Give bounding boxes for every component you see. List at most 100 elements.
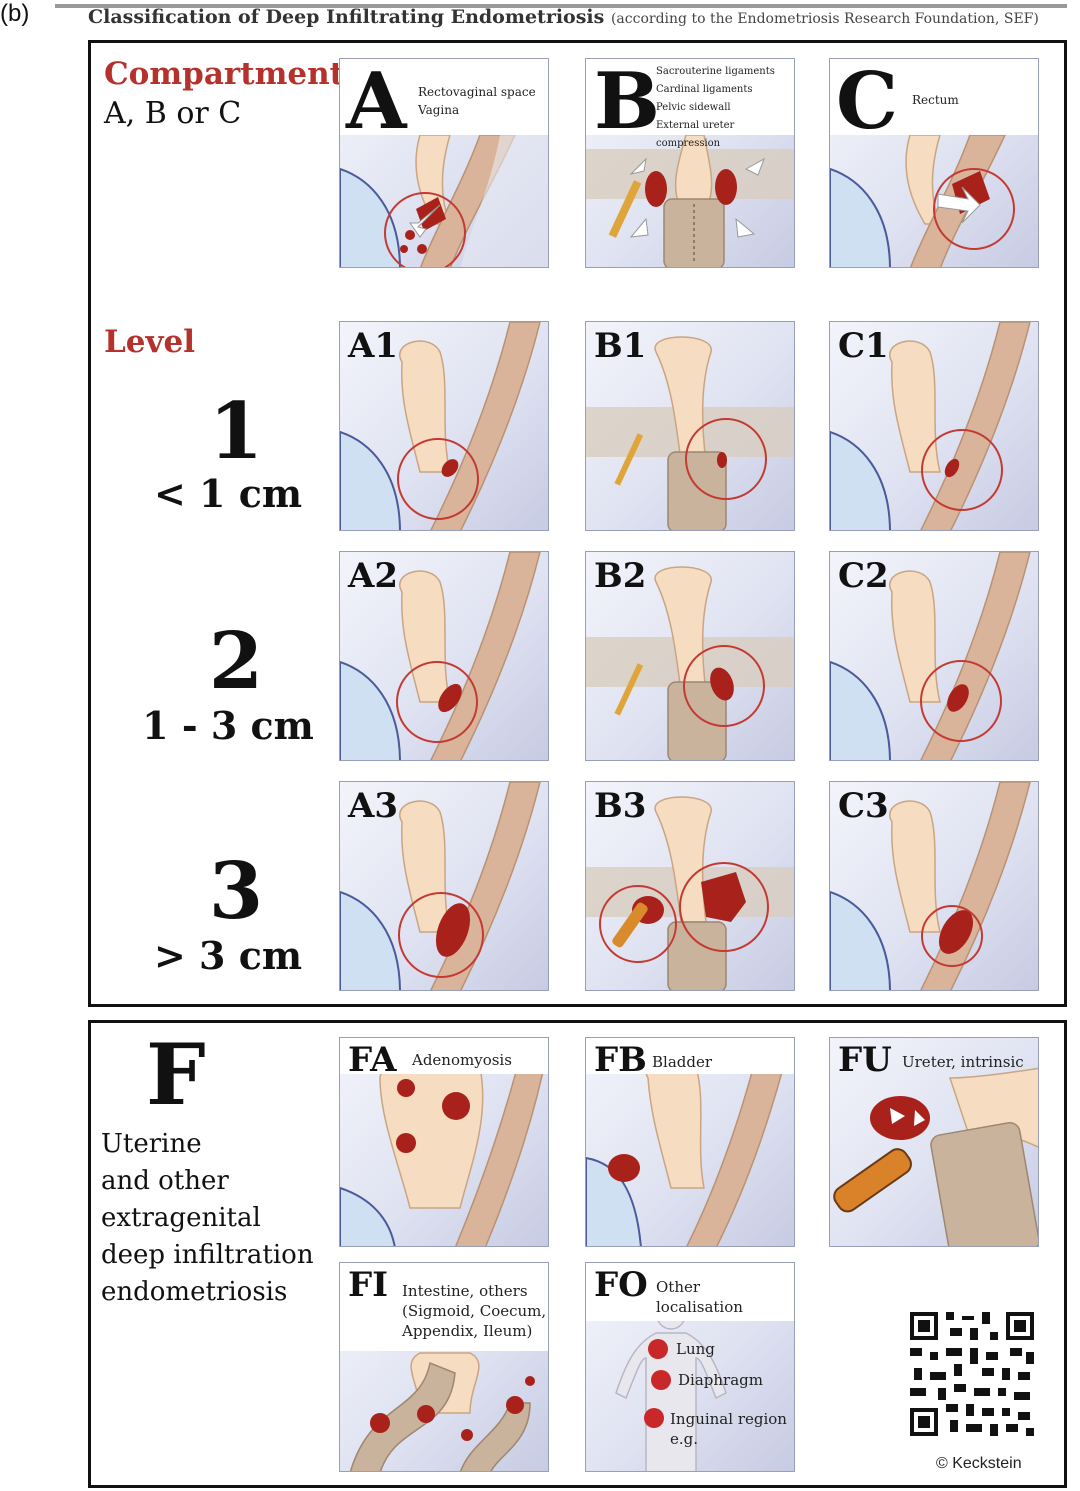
fo-label: Other localisation (656, 1277, 743, 1317)
fa-header (340, 1038, 548, 1074)
compartment-a-header (340, 59, 548, 135)
compartment-b-note-4: External ureter compression (656, 120, 735, 149)
level-tile-c1: C1 (829, 321, 1039, 531)
level-tile-a1: A1 (339, 321, 549, 531)
compartment-tile-c: C Rectum (829, 58, 1039, 268)
fu-illustration (833, 1067, 1038, 1246)
f-tile-fb: FB Bladder (585, 1037, 795, 1247)
level-c1-code: C1 (838, 326, 889, 366)
f-description-line-3: extragenital (101, 1203, 261, 1233)
level-3-size: > 3 cm (153, 933, 303, 978)
compartment-c-note-1: Rectum (912, 93, 959, 107)
fo-site-diaphragm: Diaphragm (678, 1371, 763, 1389)
compartment-subheading: A, B or C (104, 96, 242, 131)
fb-label: Bladder (652, 1053, 713, 1071)
level-c1-illustration (830, 322, 1031, 530)
compartment-b-note-2: Cardinal ligaments (656, 84, 753, 95)
f-tile-fa: FA Adenomyosis (339, 1037, 549, 1247)
level-a3-illustration (340, 782, 541, 990)
f-description: Uterine and other extragenital deep infi… (101, 1126, 314, 1311)
level-tile-b3: B3 (585, 781, 795, 991)
fb-code: FB (594, 1040, 647, 1080)
fu-code: FU (838, 1040, 892, 1080)
level-c2-illustration (830, 552, 1031, 760)
compartment-tile-a: A Rectovaginal space Vagina (339, 58, 549, 268)
level-tile-a3: A3 (339, 781, 549, 991)
compartment-tile-b: B Sacrouterine ligaments Cardinal ligame… (585, 58, 795, 268)
level-tile-a2: A2 (339, 551, 549, 761)
compartment-b-notes: Sacrouterine ligaments Cardinal ligament… (656, 63, 794, 153)
fo-site-eg: e.g. (670, 1430, 699, 1448)
level-3-number: 3 (208, 846, 264, 937)
fi-label-line-1: Intestine, others (402, 1282, 528, 1300)
fo-label-line-2: localisation (656, 1298, 743, 1316)
compartment-b-illustration (586, 134, 794, 267)
fi-illustration (349, 1352, 535, 1471)
level-2-size: 1 - 3 cm (142, 703, 314, 748)
level-heading: Level (104, 324, 196, 360)
f-description-line-1: Uterine (101, 1129, 202, 1159)
compartment-b-header (586, 59, 794, 135)
fo-site-inguinal: Inguinal region (670, 1410, 787, 1428)
qr-code-icon (906, 1308, 1038, 1440)
level-c3-illustration (830, 782, 1031, 990)
title-sub: (according to the Endometriosis Research… (610, 11, 1039, 27)
level-b1-illustration (586, 336, 794, 530)
level-a2-illustration (340, 552, 541, 760)
compartment-a-illustration (340, 134, 548, 267)
f-description-line-4: deep infiltration (101, 1240, 314, 1270)
fi-code: FI (348, 1265, 389, 1305)
fo-header (586, 1263, 794, 1321)
fi-label-line-3: Appendix, Ileum) (402, 1322, 533, 1340)
page-title: Classification of Deep Infiltrating Endo… (88, 6, 1039, 28)
fi-header (340, 1263, 548, 1351)
f-tile-fi: FI Intestine, others (Sigmoid, Coecum, A… (339, 1262, 549, 1472)
level-1-size: < 1 cm (153, 471, 303, 516)
fi-label-line-2: (Sigmoid, Coecum, (402, 1302, 547, 1320)
title-rule (55, 4, 1067, 8)
fu-label: Ureter, intrinsic (902, 1053, 1024, 1071)
fa-illustration (340, 1038, 548, 1246)
fa-code: FA (348, 1040, 397, 1080)
f-description-line-2: and other (101, 1166, 229, 1196)
level-c2-code: C2 (838, 556, 889, 596)
level-tile-b2: B2 (585, 551, 795, 761)
f-section-frame (88, 1020, 1067, 1488)
compartment-c-header (830, 59, 1038, 135)
compartment-b-note-3: Pelvic sidewall (656, 102, 731, 113)
f-letter: F (146, 1025, 206, 1124)
level-a2-code: A2 (348, 556, 399, 596)
title-main: Classification of Deep Infiltrating Endo… (88, 6, 605, 28)
fb-illustration (586, 1038, 792, 1246)
compartment-a-letter: A (346, 58, 407, 147)
level-1-number: 1 (208, 386, 264, 477)
fo-site-lung: Lung (676, 1340, 715, 1358)
compartment-level-frame (88, 40, 1067, 1007)
level-a3-code: A3 (348, 786, 399, 826)
level-b2-illustration (586, 566, 794, 760)
level-b2-code: B2 (594, 556, 647, 596)
level-a1-code: A1 (348, 326, 399, 366)
compartment-a-note-1: Rectovaginal space (418, 85, 536, 99)
fb-header (586, 1038, 794, 1074)
level-b3-illustration (586, 796, 794, 990)
compartment-c-letter: C (836, 58, 899, 147)
level-tile-c3: C3 (829, 781, 1039, 991)
copyright-text: © Keckstein (936, 1455, 1022, 1472)
fo-code: FO (594, 1265, 648, 1305)
level-a1-illustration (340, 322, 541, 530)
fi-label: Intestine, others (Sigmoid, Coecum, Appe… (402, 1281, 546, 1341)
compartment-b-letter: B (594, 58, 660, 147)
corner-label: (b) (0, 0, 30, 27)
level-tile-c2: C2 (829, 551, 1039, 761)
fa-label: Adenomyosis (412, 1051, 512, 1069)
compartment-a-note-2: Vagina (418, 103, 460, 117)
f-tile-fu: FU Ureter, intrinsic (829, 1037, 1039, 1247)
level-b1-code: B1 (594, 326, 647, 366)
level-b3-code: B3 (594, 786, 647, 826)
f-tile-fo: FO Other localisation Lung Diaphragm Ing… (585, 1262, 795, 1472)
compartment-b-note-1: Sacrouterine ligaments (656, 66, 775, 77)
level-c3-code: C3 (838, 786, 889, 826)
fo-label-line-1: Other (656, 1278, 701, 1296)
compartment-heading: Compartment (104, 56, 344, 92)
